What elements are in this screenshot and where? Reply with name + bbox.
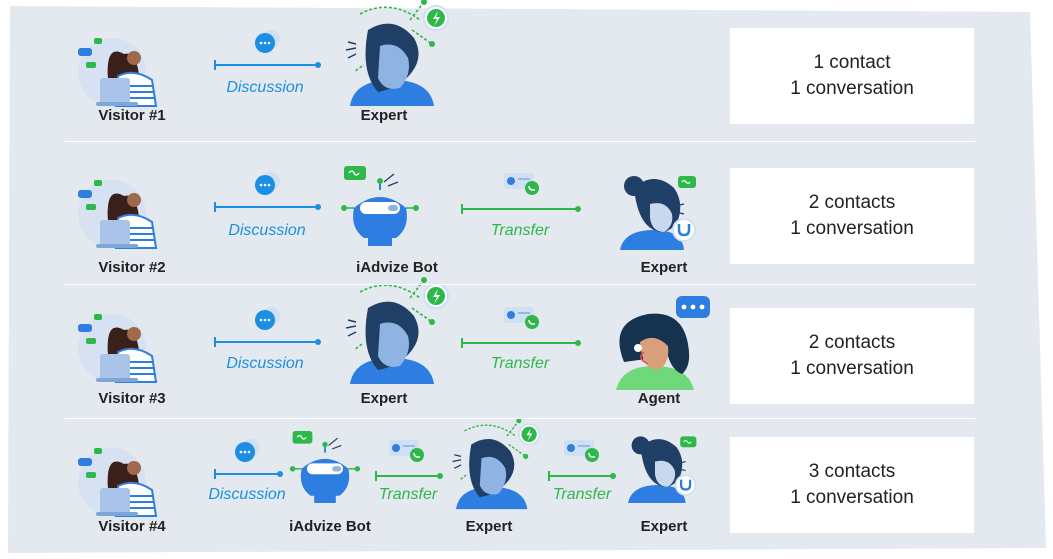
summary-card-2: 2 contacts 1 conversation bbox=[730, 168, 974, 264]
summary-card-1: 1 contact 1 conversation bbox=[730, 28, 974, 124]
link-label-4-3: Transfer bbox=[552, 486, 612, 503]
link-label-3-1: Discussion bbox=[226, 355, 304, 372]
contact-avatar-icon bbox=[567, 444, 575, 452]
arrow-path bbox=[413, 452, 420, 458]
contact-avatar-icon bbox=[507, 177, 515, 185]
link-label-2-2: Transfer bbox=[490, 222, 550, 239]
arrow-path bbox=[588, 452, 595, 458]
visitor-illustration-icon bbox=[78, 448, 158, 517]
contact-avatar-icon bbox=[392, 444, 400, 452]
arrow-path bbox=[528, 319, 535, 325]
bot-illustration-icon bbox=[289, 431, 361, 503]
visitor-illustration-icon bbox=[78, 314, 158, 383]
summary-conversations-2: 1 conversation bbox=[790, 218, 914, 239]
visitor-illustration-icon bbox=[78, 180, 158, 249]
link-label-1-1: Discussion bbox=[226, 79, 304, 96]
summary-card-3: 2 contacts 1 conversation bbox=[730, 308, 974, 404]
summary-contacts-1: 1 contact bbox=[813, 52, 891, 73]
role-label-2-2: Expert bbox=[640, 259, 688, 276]
transfer-arrow-icon bbox=[585, 448, 599, 462]
summary-conversations-4: 1 conversation bbox=[790, 487, 914, 508]
visitor-illustration-icon bbox=[78, 38, 158, 107]
role-label-4-2: Expert bbox=[465, 518, 513, 535]
expert-illustration-icon bbox=[345, 277, 449, 384]
role-label-3-2: Agent bbox=[637, 390, 681, 407]
summary-conversations-1: 1 conversation bbox=[790, 78, 914, 99]
role-label-2-1: iAdvize Bot bbox=[356, 259, 438, 276]
chat-dot bbox=[259, 41, 263, 45]
chat-dot bbox=[267, 41, 271, 45]
role-label-1-1: Expert bbox=[360, 107, 408, 124]
visitor-label-2: Visitor #2 bbox=[98, 259, 166, 276]
connector-end-dot bbox=[277, 471, 283, 477]
chat-dot bbox=[247, 450, 251, 454]
role-label-4-1: iAdvize Bot bbox=[289, 518, 371, 535]
arrow-path bbox=[528, 185, 535, 191]
summary-card-4: 3 contacts 1 conversation bbox=[730, 437, 974, 533]
summary-contacts-3: 2 contacts bbox=[808, 332, 896, 353]
chat-dot bbox=[243, 450, 247, 454]
agent-illustration-icon bbox=[616, 296, 710, 390]
connector-end-dot bbox=[610, 473, 616, 479]
expert-illustration-icon bbox=[345, 0, 449, 106]
transfer-arrow-icon bbox=[525, 315, 539, 329]
summary-contacts-2: 2 contacts bbox=[808, 192, 896, 213]
row-divider bbox=[65, 418, 975, 419]
role-label-3-1: Expert bbox=[360, 390, 408, 407]
chat-dot bbox=[263, 41, 267, 45]
link-label-2-1: Discussion bbox=[228, 222, 306, 239]
visitor-label-3: Visitor #3 bbox=[98, 390, 166, 407]
row-divider bbox=[65, 141, 975, 142]
connector-end-dot bbox=[315, 62, 321, 68]
connector-end-dot bbox=[575, 340, 581, 346]
chat-dot bbox=[259, 318, 263, 322]
expert-illustration-icon bbox=[452, 418, 541, 510]
contact-avatar-icon bbox=[507, 311, 515, 319]
summary-conversations-3: 1 conversation bbox=[790, 358, 914, 379]
bot-illustration-icon bbox=[341, 166, 419, 246]
row-divider bbox=[65, 284, 975, 285]
connector-end-dot bbox=[437, 473, 443, 479]
chat-dot bbox=[263, 183, 267, 187]
chat-dot bbox=[259, 183, 263, 187]
link-label-4-2: Transfer bbox=[378, 486, 438, 503]
connector-end-dot bbox=[575, 206, 581, 212]
summary-contacts-4: 3 contacts bbox=[808, 461, 896, 482]
chat-dot bbox=[267, 183, 271, 187]
expert-agent-illustration-icon bbox=[628, 436, 697, 503]
visitor-label-1: Visitor #1 bbox=[98, 107, 166, 124]
connector-end-dot bbox=[315, 339, 321, 345]
chat-dot bbox=[267, 318, 271, 322]
role-label-4-3: Expert bbox=[640, 518, 688, 535]
chat-dot bbox=[263, 318, 267, 322]
link-label-3-2: Transfer bbox=[490, 355, 550, 372]
connector-end-dot bbox=[315, 204, 321, 210]
transfer-arrow-icon bbox=[410, 448, 424, 462]
visitor-label-4: Visitor #4 bbox=[98, 518, 166, 535]
transfer-arrow-icon bbox=[525, 181, 539, 195]
expert-agent-illustration-icon bbox=[620, 176, 696, 250]
chat-dot bbox=[239, 450, 243, 454]
link-label-4-1: Discussion bbox=[208, 486, 286, 503]
panel-background bbox=[8, 6, 1046, 553]
